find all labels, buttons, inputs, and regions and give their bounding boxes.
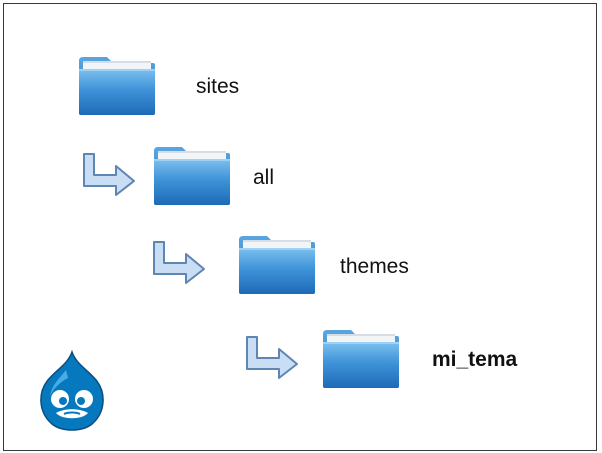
folder-icon xyxy=(77,55,157,117)
bent-arrow-icon xyxy=(150,241,208,285)
folder-label-all: all xyxy=(253,166,275,189)
folder-label-mi-tema: mi_tema xyxy=(432,348,518,371)
folder-icon xyxy=(152,145,232,207)
bent-arrow-icon xyxy=(80,153,138,197)
folder-label-sites: sites xyxy=(196,75,240,98)
drupal-logo xyxy=(40,350,104,431)
bent-arrow-icon xyxy=(243,336,301,380)
folder-icon xyxy=(237,234,317,296)
folder-label-themes: themes xyxy=(340,255,409,278)
folder-icon xyxy=(321,328,401,390)
